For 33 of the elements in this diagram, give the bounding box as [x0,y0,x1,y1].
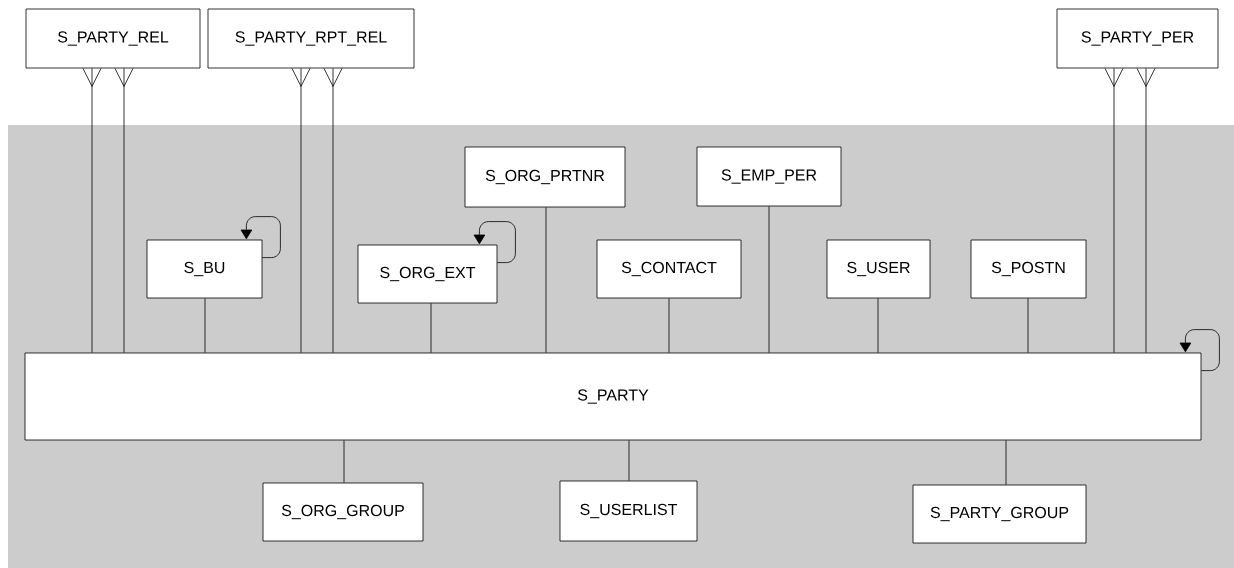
table-box: S_EMP_PER [696,146,842,207]
table-box: S_USERLIST [559,480,698,542]
table-box: S_ORG_GROUP [262,482,424,542]
relationship-line [343,440,345,483]
relationship-line [430,303,432,353]
crows-foot-line [1104,68,1124,353]
table-box: S_PARTY [24,352,1202,441]
table-box: S_BU [146,239,263,299]
table-box: S_ORG_EXT [357,244,498,304]
crows-foot-line [323,68,343,353]
crows-foot-line [1136,68,1156,353]
relationship-line [204,298,206,353]
crows-foot-line [114,68,134,353]
table-box: S_PARTY_GROUP [912,484,1087,544]
self-loop-arrow [1179,329,1220,371]
table-box: S_ORG_PRTNR [464,146,626,208]
relationship-line [545,207,547,353]
relationship-line [1005,440,1007,485]
self-loop-arrow [473,221,516,263]
table-box: S_PARTY_REL [25,8,201,69]
relationship-line [628,440,630,481]
self-loop-arrow [240,216,281,258]
crows-foot-line [291,68,311,353]
table-box: S_USER [826,239,931,299]
table-box: S_CONTACT [596,239,742,299]
table-box: S_PARTY_RPT_REL [207,8,415,69]
relationship-line [768,206,770,353]
table-box: S_PARTY_PER [1056,8,1219,69]
relationship-line [1027,298,1029,353]
relationship-line [668,298,670,353]
relationship-line [877,298,879,353]
table-box: S_POSTN [970,239,1087,299]
crows-foot-line [82,68,102,353]
